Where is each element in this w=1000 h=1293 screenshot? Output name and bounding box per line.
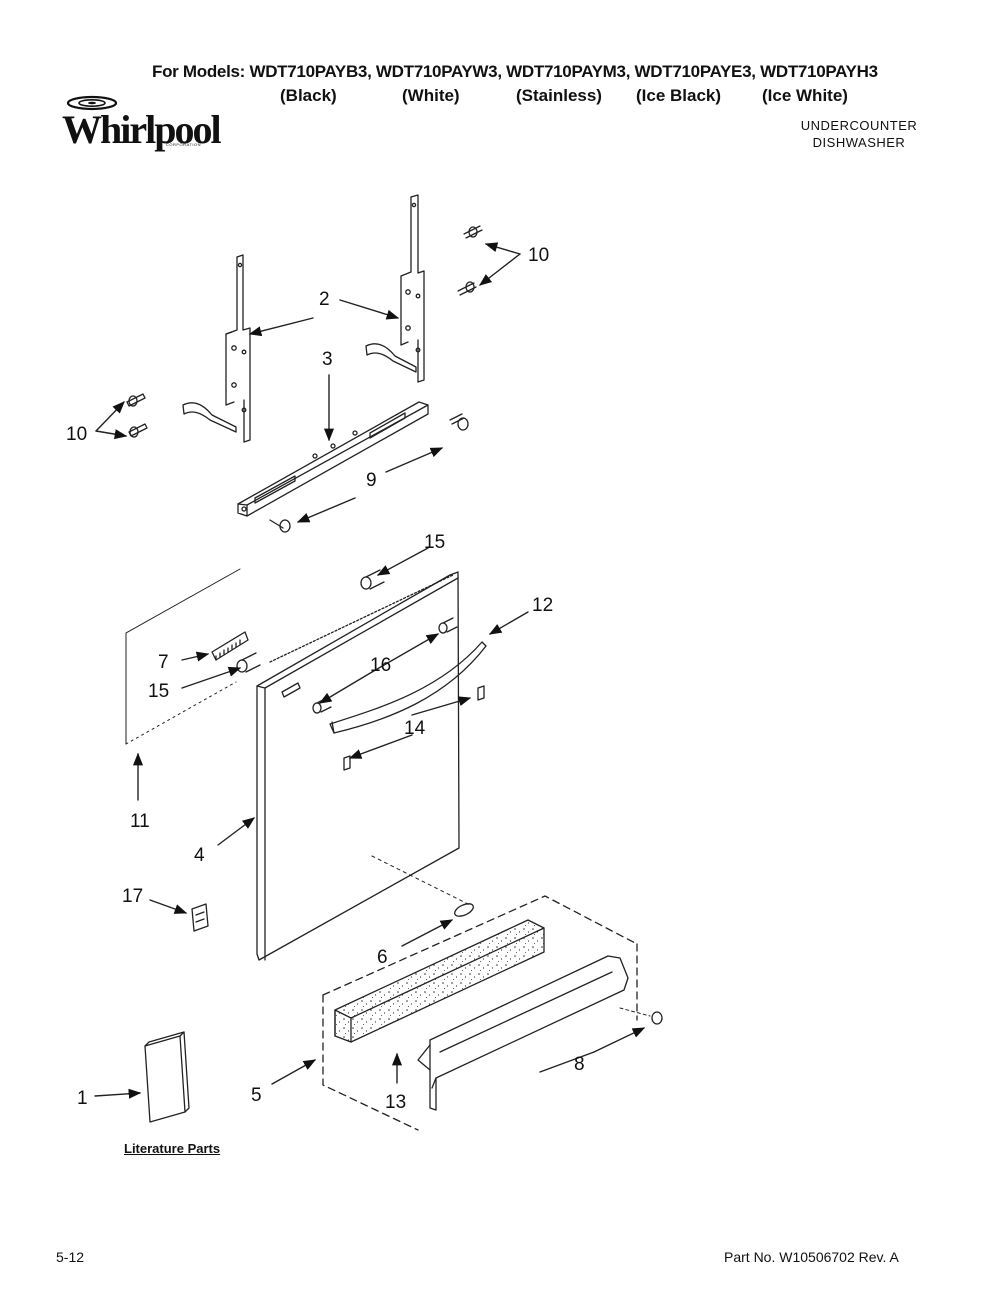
- callout-leaders: [94, 242, 646, 1099]
- left-door-hinge: [182, 254, 251, 443]
- door-handle: [329, 641, 487, 734]
- swirl-logo-icon: [66, 95, 118, 111]
- page-number: 5-12: [56, 1249, 85, 1265]
- literature-parts-label: Literature Parts: [124, 1141, 221, 1156]
- callout-1: 1: [77, 1088, 88, 1109]
- callout-9: 9: [366, 470, 377, 491]
- callout-6: 6: [377, 947, 388, 968]
- door-panel-sheet: [125, 568, 241, 745]
- hinge-screws: [126, 225, 483, 438]
- door-plug: [454, 903, 474, 917]
- handle-fasteners: [236, 569, 485, 771]
- models-line: For Models: WDT710PAYB3, WDT710PAYW3, WD…: [152, 62, 878, 81]
- toe-kick-panel: [417, 955, 629, 1111]
- bracket-screws: [269, 413, 469, 533]
- callout-10a: 10: [528, 245, 549, 266]
- part-number: Part No. W10506702 Rev. A: [724, 1249, 899, 1265]
- callout-17: 17: [122, 886, 143, 907]
- callout-11: 11: [130, 811, 150, 832]
- outer-door-panel: [256, 571, 460, 961]
- callout-4: 4: [194, 845, 205, 866]
- callout-5: 5: [251, 1085, 262, 1106]
- callout-15a: 15: [424, 532, 445, 553]
- appliance-type-line2: DISHWASHER: [812, 135, 906, 150]
- callout-3: 3: [322, 349, 333, 370]
- callout-16: 16: [370, 655, 391, 676]
- toe-kick-assembly: [322, 895, 638, 1131]
- toe-panel-screw: [619, 1007, 663, 1025]
- callout-7: 7: [158, 652, 169, 673]
- literature-book: [144, 1031, 190, 1123]
- callout-10b: 10: [66, 424, 87, 445]
- callout-15b: 15: [148, 681, 169, 702]
- brand-corp: CORPORATION: [166, 142, 201, 147]
- brand-name: Whirlpool: [62, 107, 222, 152]
- callout-13: 13: [385, 1092, 406, 1113]
- variant-ice-white: (Ice White): [762, 86, 848, 105]
- insulation-block: [334, 919, 545, 1043]
- variant-black: (Black): [280, 86, 337, 105]
- panel-clip: [191, 903, 209, 932]
- variant-stainless: (Stainless): [516, 86, 602, 105]
- callout-12: 12: [532, 595, 553, 616]
- right-door-hinge: [365, 194, 425, 383]
- control-module: [211, 631, 249, 661]
- callout-8: 8: [574, 1054, 585, 1075]
- callout-14: 14: [404, 718, 426, 739]
- variant-white: (White): [402, 86, 460, 105]
- variant-ice-black: (Ice Black): [636, 86, 722, 105]
- callout-2: 2: [319, 289, 330, 310]
- appliance-type-line1: UNDERCOUNTER: [800, 118, 918, 133]
- whirlpool-logo: Whirlpool CORPORATION: [62, 95, 222, 152]
- door-mounting-bracket: [237, 401, 429, 517]
